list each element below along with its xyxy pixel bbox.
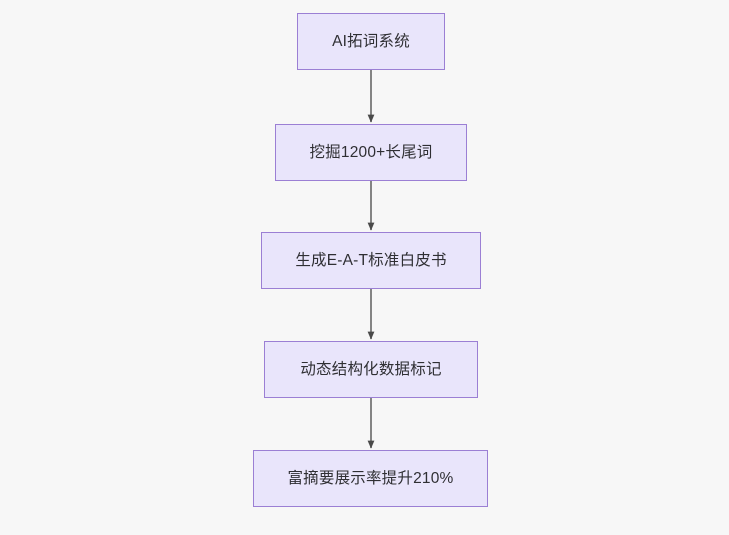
node-label: 动态结构化数据标记 [300, 360, 442, 378]
node-label: AI拓词系统 [332, 32, 410, 50]
flowchart-node-ai-keyword-system[interactable]: AI拓词系统 [297, 13, 445, 70]
flowchart-node-rich-snippet-impression-lift[interactable]: 富摘要展示率提升210% [253, 450, 488, 507]
flowchart-node-mine-longtail-keywords[interactable]: 挖掘1200+长尾词 [275, 124, 467, 181]
flowchart-node-generate-eat-whitepaper[interactable]: 生成E-A-T标准白皮书 [261, 232, 481, 289]
flowchart-node-dynamic-structured-data-markup[interactable]: 动态结构化数据标记 [264, 341, 478, 398]
node-label: 富摘要展示率提升210% [287, 469, 454, 487]
node-label: 生成E-A-T标准白皮书 [295, 251, 447, 269]
node-label: 挖掘1200+长尾词 [309, 143, 433, 161]
